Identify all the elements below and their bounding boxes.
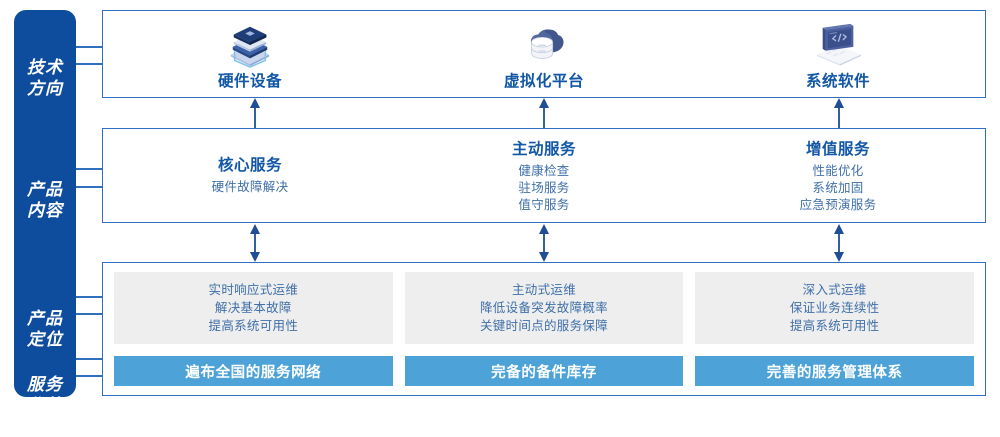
arrow-double-hardware <box>250 224 260 262</box>
tech-label: 硬件设备 <box>217 72 282 90</box>
positioning-box: 主动式运维 降低设备突发故障概率 关键时间点的服务保障 <box>404 272 684 344</box>
diagram-canvas: 技术 方向 产品 内容 产品 定位 服务 优势 <box>14 10 986 415</box>
positioning-line: 解决基本故障 <box>214 301 292 315</box>
connector-line <box>76 46 103 48</box>
bottom-cell-realtime[interactable]: 实时响应式运维 解决基本故障 提高系统可用性 遍布全国的服务网络 <box>114 272 393 386</box>
server-stack-icon <box>230 26 270 68</box>
laptop-code-icon <box>816 23 861 66</box>
content-item: 硬件故障解决 <box>211 180 289 194</box>
rail-label-line2: 方向 <box>27 79 63 98</box>
positioning-line: 保证业务连续性 <box>789 301 880 315</box>
tech-label: 系统软件 <box>805 72 870 90</box>
cloud-database-icon <box>530 28 564 59</box>
positioning-line: 提高系统可用性 <box>208 319 299 333</box>
arrow-up-hardware <box>250 98 260 128</box>
positioning-line: 主动式运维 <box>512 283 577 297</box>
rail-label-line2: 定位 <box>27 330 63 349</box>
positioning-line: 实时响应式运维 <box>208 283 299 297</box>
category-rail: 技术 方向 产品 内容 产品 定位 服务 优势 <box>14 10 76 415</box>
connector-line <box>76 313 103 315</box>
positioning-box: 实时响应式运维 解决基本故障 提高系统可用性 <box>114 272 393 344</box>
tech-direction-panel: 硬件设备 虚拟化平台 <box>102 10 986 98</box>
rail-label-line1: 产品 <box>27 309 63 328</box>
positioning-line: 深入式运维 <box>802 283 867 297</box>
product-content-panel: 核心服务 硬件故障解决 主动服务 健康检查 驻场服务 值守服务 增值服务 性能优… <box>102 128 986 223</box>
rail-item-tech-direction[interactable]: 技术 方向 <box>14 36 76 120</box>
content-item: 健康检查 <box>518 164 570 178</box>
content-title: 主动服务 <box>511 141 576 158</box>
connector-line <box>76 186 103 188</box>
bottom-cell-proactive[interactable]: 主动式运维 降低设备突发故障概率 关键时间点的服务保障 完备的备件库存 <box>404 272 684 386</box>
content-title: 核心服务 <box>217 157 282 174</box>
arrow-up-system-software <box>834 98 844 128</box>
advantage-banner[interactable]: 遍布全国的服务网络 <box>114 356 393 386</box>
connector-line <box>76 375 103 377</box>
connector-line <box>76 63 103 65</box>
arrow-up-virtualization <box>539 98 549 128</box>
rail-label-line1: 产品 <box>27 180 63 199</box>
content-cell-value-added-service[interactable]: 增值服务 性能优化 系统加固 应急预演服务 <box>691 129 985 222</box>
rail-label-line2: 优势 <box>27 396 63 415</box>
rail-item-product-content[interactable]: 产品 内容 <box>14 158 76 242</box>
positioning-advantage-panel: 实时响应式运维 解决基本故障 提高系统可用性 遍布全国的服务网络 主动式运维 降… <box>102 262 986 396</box>
positioning-line: 降低设备突发故障概率 <box>480 301 609 315</box>
content-item: 性能优化 <box>812 164 864 178</box>
connector-line <box>76 168 103 170</box>
advantage-banner[interactable]: 完善的服务管理体系 <box>695 356 975 386</box>
content-item: 驻场服务 <box>518 181 570 195</box>
rail-label-line2: 内容 <box>27 201 63 220</box>
rail-label-line1: 技术 <box>27 58 63 77</box>
connector-line <box>76 358 103 360</box>
tech-cell-hardware[interactable]: 硬件设备 <box>103 11 397 97</box>
advantage-banner[interactable]: 完备的备件库存 <box>404 356 684 386</box>
content-cell-core-service[interactable]: 核心服务 硬件故障解决 <box>103 129 397 222</box>
positioning-line: 提高系统可用性 <box>789 319 880 333</box>
content-item: 应急预演服务 <box>799 198 877 212</box>
content-cell-proactive-service[interactable]: 主动服务 健康检查 驻场服务 值守服务 <box>397 129 691 222</box>
connector-line <box>76 296 103 298</box>
rail-item-service-advantage[interactable]: 服务 优势 <box>14 353 76 437</box>
arrow-double-virtualization <box>539 224 549 262</box>
tech-label: 虚拟化平台 <box>503 72 584 90</box>
bottom-cell-indepth[interactable]: 深入式运维 保证业务连续性 提高系统可用性 完善的服务管理体系 <box>695 272 975 386</box>
rail-label-line1: 服务 <box>27 375 63 394</box>
positioning-line: 关键时间点的服务保障 <box>480 319 609 333</box>
arrow-double-system-software <box>834 224 844 262</box>
tech-cell-virtualization[interactable]: 虚拟化平台 <box>397 11 691 97</box>
tech-cell-system-software[interactable]: 系统软件 <box>691 11 985 97</box>
content-item: 系统加固 <box>812 181 864 195</box>
content-title: 增值服务 <box>805 141 870 158</box>
content-item: 值守服务 <box>518 198 570 212</box>
positioning-box: 深入式运维 保证业务连续性 提高系统可用性 <box>695 272 975 344</box>
rail-item-product-position[interactable]: 产品 定位 <box>14 287 76 371</box>
